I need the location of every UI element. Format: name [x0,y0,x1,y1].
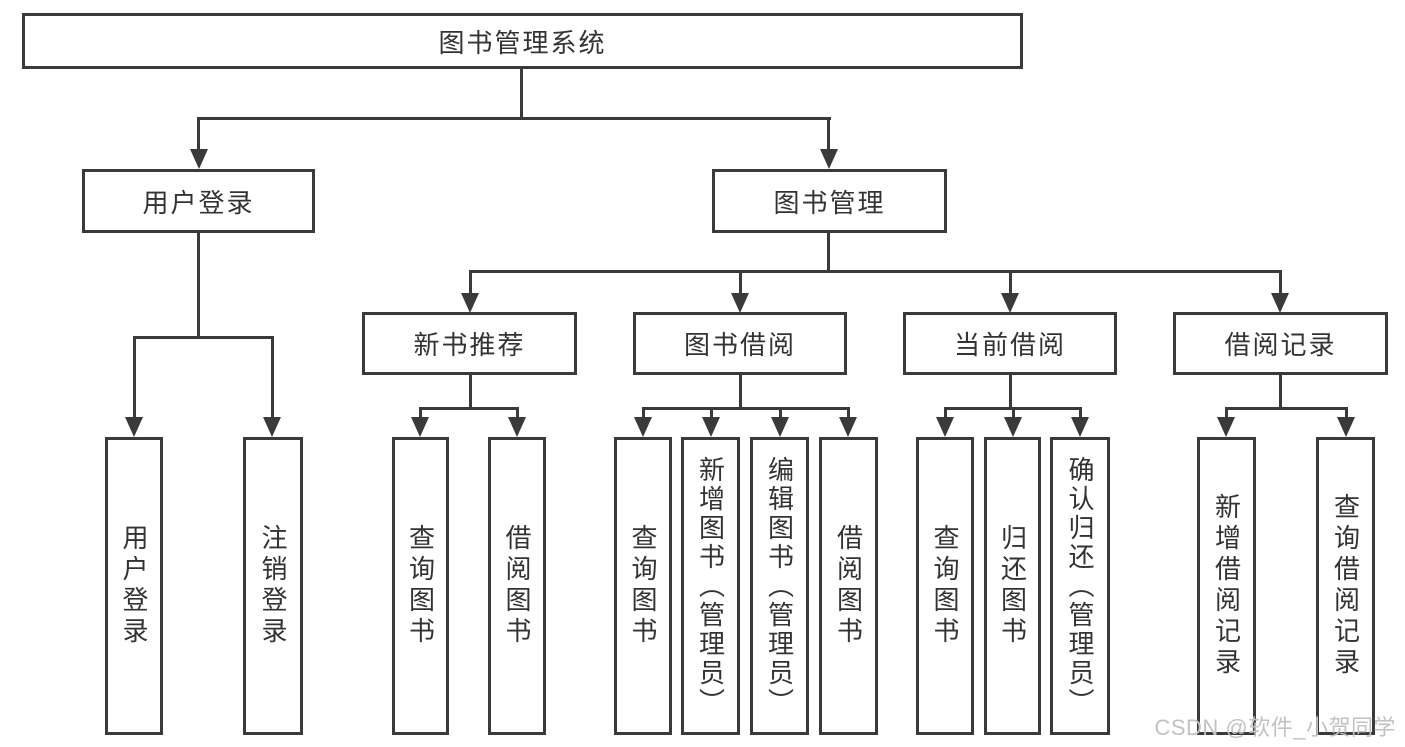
leaf-borrow-books-recommend: 借阅图书 [488,437,546,735]
leaf-borrow-books: 借阅图书 [819,437,878,735]
leaf-add-borrow-record: 新增借阅记录 [1197,437,1256,735]
leaf-label: 编辑图书（管理员） [764,455,795,717]
node-library-management-system: 图书管理系统 [22,13,1023,69]
arrow-down-icon [1271,293,1289,313]
leaf-label: 归还图书 [997,524,1028,648]
connector-line [847,407,850,421]
leaf-label: 注销登录 [258,524,288,648]
node-borrowing-records: 借阅记录 [1173,312,1388,375]
arrow-down-icon [263,417,281,437]
node-label: 当前借阅 [953,330,1066,360]
leaf-add-books-admin: 新增图书（管理员） [681,437,740,735]
connector-line [520,69,523,117]
arrow-down-icon [461,293,479,313]
leaf-label: 借阅图书 [833,524,864,648]
connector-line [1012,407,1015,421]
leaf-confirm-return-admin: 确认归还（管理员） [1050,437,1110,735]
node-book-management: 图书管理 [712,169,947,233]
leaf-label: 新增借阅记录 [1211,493,1242,679]
node-label: 新书推荐 [413,330,526,360]
arrow-down-icon [1217,417,1235,437]
node-label: 图书借阅 [683,330,796,360]
arrow-down-icon [1004,417,1022,437]
node-label: 用户登录 [142,187,255,218]
node-book-borrowing: 图书借阅 [633,312,847,375]
connector-line [197,117,831,120]
arrow-down-icon [1001,293,1019,313]
connector-line [739,374,742,410]
connector-line [1225,407,1347,410]
arrow-down-icon [839,417,857,437]
leaf-label: 新增图书（管理员） [695,455,726,717]
arrow-down-icon [125,417,143,437]
connector-line [197,117,200,153]
connector-line [710,407,713,421]
arrow-down-icon [771,417,789,437]
connector-line [133,336,274,339]
arrow-down-icon [1071,417,1089,437]
connector-line [944,407,947,421]
leaf-query-borrow-record: 查询借阅记录 [1316,437,1375,735]
node-label: 图书管理系统 [438,27,607,58]
connector-line [133,336,136,421]
leaf-label: 借阅图书 [502,524,532,648]
arrow-down-icon [634,417,652,437]
connector-line [1279,374,1282,410]
arrow-down-icon [190,149,208,169]
arrow-down-icon [820,149,838,169]
connector-line [516,407,519,421]
arrow-down-icon [702,417,720,437]
arrow-down-icon [731,293,749,313]
leaf-label: 查询借阅记录 [1330,493,1361,679]
leaf-label: 确认归还（管理员） [1065,455,1095,717]
node-current-borrowing: 当前借阅 [903,312,1117,375]
connector-line [642,407,849,410]
arrow-down-icon [508,417,526,437]
connector-line [419,407,519,410]
node-label: 图书管理 [773,187,886,218]
connector-line [1225,407,1228,421]
leaf-label: 查询图书 [628,524,658,648]
leaf-logout: 注销登录 [243,437,303,735]
csdn-watermark: CSDN @软件_小贺同学 [1154,715,1396,740]
leaf-label: 用户登录 [119,524,149,648]
connector-line [1009,374,1012,410]
connector-line [197,233,200,339]
leaf-user-login: 用户登录 [105,437,163,735]
connector-line [469,374,472,410]
connector-line [1279,270,1282,297]
leaf-query-books-current: 查询图书 [916,437,974,735]
node-label: 借阅记录 [1224,330,1337,360]
leaf-query-books-borrow: 查询图书 [614,437,672,735]
connector-line [469,270,1281,273]
connector-line [469,270,472,297]
leaf-label: 查询图书 [930,524,960,648]
connector-line [827,117,830,153]
connector-line [779,407,782,421]
leaf-label: 查询图书 [405,524,436,648]
connector-line [419,407,422,421]
connector-line [1345,407,1348,421]
connector-line [739,270,742,297]
arrow-down-icon [411,417,429,437]
node-user-login: 用户登录 [82,169,315,233]
node-new-book-recommendation: 新书推荐 [362,312,577,375]
connector-line [827,233,830,273]
connector-line [271,336,274,421]
leaf-query-books-recommend: 查询图书 [392,437,449,735]
connector-line [1079,407,1082,421]
connector-line [642,407,645,421]
leaf-edit-books-admin: 编辑图书（管理员） [750,437,809,735]
arrow-down-icon [1337,417,1355,437]
arrow-down-icon [936,417,954,437]
connector-line [1009,270,1012,297]
leaf-return-books: 归还图书 [984,437,1041,735]
